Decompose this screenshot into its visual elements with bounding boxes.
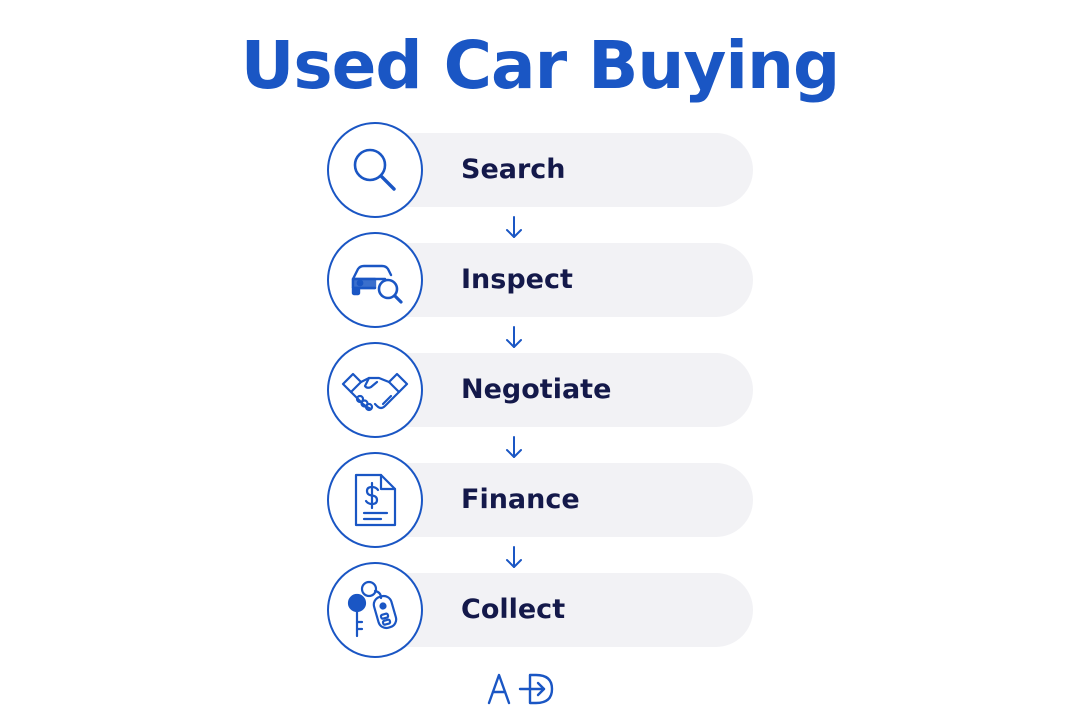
handshake-icon — [341, 372, 409, 412]
step-inspect: Inspect — [327, 232, 755, 328]
step-search: Search — [327, 122, 755, 218]
step-label-collect: Collect — [461, 594, 566, 625]
invoice-dollar-icon — [354, 473, 397, 527]
step-collect: Collect — [327, 562, 755, 658]
step-negotiate: Negotiate — [327, 342, 755, 438]
step-icon-circle — [327, 122, 423, 218]
page-title: Used Car Buying — [240, 27, 841, 104]
magnifier-icon — [353, 148, 396, 191]
step-icon-circle — [327, 232, 423, 328]
step-pill — [371, 463, 753, 537]
step-label-inspect: Inspect — [461, 264, 573, 295]
step-pill — [371, 133, 753, 207]
step-label-search: Search — [461, 154, 566, 185]
step-icon-circle — [327, 452, 423, 548]
car-search-icon — [351, 264, 403, 304]
car-keys-icon — [347, 580, 398, 638]
arrow-down-icon — [506, 546, 522, 568]
brand-logo — [487, 673, 554, 705]
step-finance: Finance — [327, 452, 755, 548]
arrow-down-icon — [506, 436, 522, 458]
arrow-down-icon — [506, 216, 522, 238]
step-pill — [371, 353, 753, 427]
arrow-down-icon — [506, 326, 522, 348]
step-icon-circle — [327, 562, 423, 658]
step-label-negotiate: Negotiate — [461, 374, 612, 405]
step-pill — [371, 243, 753, 317]
step-label-finance: Finance — [461, 484, 580, 515]
step-pill — [371, 573, 753, 647]
step-icon-circle — [327, 342, 423, 438]
